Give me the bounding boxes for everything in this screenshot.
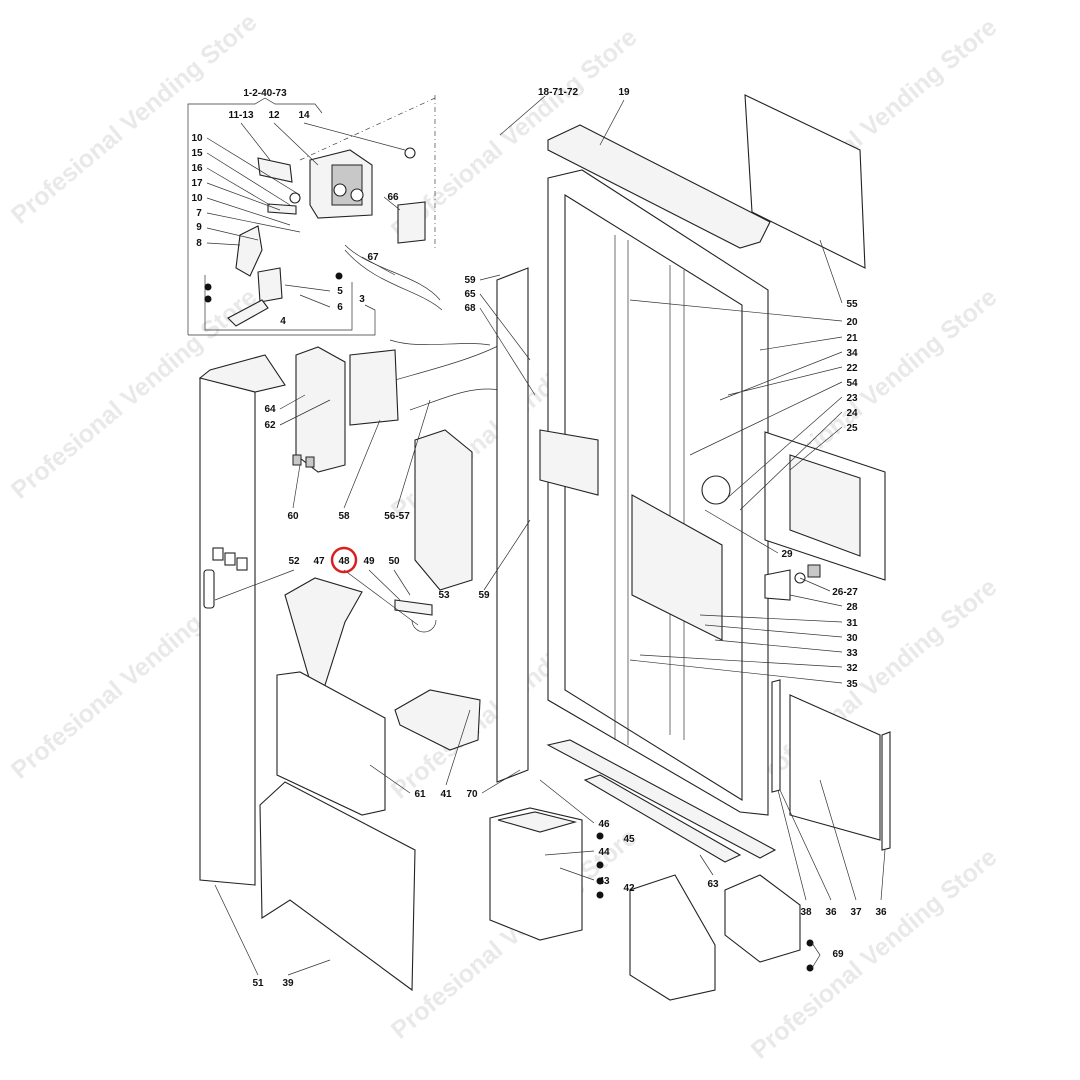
part-label: 42: [623, 883, 635, 894]
part-label: 37: [850, 907, 862, 918]
part-label: 47: [313, 556, 325, 567]
part-label: 30: [846, 633, 858, 644]
part-label: 64: [264, 404, 276, 415]
leader-lines: [206, 95, 886, 976]
part-label: 11-13: [228, 110, 253, 121]
part-label: 6: [337, 302, 343, 313]
part-label: 67: [367, 252, 379, 263]
part-label: 34: [846, 348, 858, 359]
part-label: 41: [440, 789, 452, 800]
part-label: 12: [268, 110, 280, 121]
part-label: 50: [388, 556, 400, 567]
part-label: 31: [846, 618, 858, 629]
part-label: 19: [618, 87, 630, 98]
part-label: 29: [781, 549, 793, 560]
part-label: 53: [438, 590, 450, 601]
part-label: 14: [298, 110, 310, 121]
part-label: 38: [800, 907, 812, 918]
part-label: 33: [846, 648, 858, 659]
coin-chute-parts: [259, 577, 481, 992]
part-label: 25: [846, 423, 858, 434]
part-label: 3: [359, 294, 365, 305]
part-label: 18-71-72: [538, 87, 578, 98]
group-bracket: [187, 95, 436, 336]
part-label: 15: [191, 148, 203, 159]
part-label: 39: [282, 978, 294, 989]
part-label: 20: [846, 317, 858, 328]
lower-parts: [489, 679, 891, 1001]
part-label: 43: [598, 876, 610, 887]
part-label: 24: [846, 408, 858, 419]
electronics-bracket: [292, 346, 399, 473]
part-label: 8: [196, 238, 202, 249]
part-labels: 1-2-40-73 11-13 12 14 10 15 16 17 10 7 9…: [191, 87, 887, 989]
part-label: 51: [252, 978, 264, 989]
part-label: 52: [288, 556, 300, 567]
part-label: 23: [846, 393, 858, 404]
part-label: 46: [598, 819, 610, 830]
part-label: 66: [387, 192, 399, 203]
part-label: 63: [707, 879, 719, 890]
part-label: 4: [280, 316, 286, 327]
wiring-harness: [344, 244, 501, 411]
part-label: 22: [846, 363, 858, 374]
watermark: Profesional Vending Store: [6, 8, 262, 230]
part-label: 28: [846, 602, 858, 613]
part-label: 10: [191, 193, 203, 204]
part-label: 36: [825, 907, 837, 918]
part-label: 17: [191, 178, 203, 189]
part-label: 16: [191, 163, 203, 174]
main-cabinet-frame: [539, 94, 866, 816]
part-label: 49: [363, 556, 375, 567]
part-label: 59: [464, 275, 476, 286]
part-label: 1-2-40-73: [243, 88, 287, 99]
part-label: 55: [846, 299, 858, 310]
part-label: 62: [264, 420, 276, 431]
part-label: 58: [338, 511, 350, 522]
part-label: 21: [846, 333, 858, 344]
part-label: 44: [598, 847, 610, 858]
part-label: 68: [464, 303, 476, 314]
part-label: 54: [846, 378, 858, 389]
part-label: 26-27: [832, 587, 858, 598]
part-label: 56-57: [384, 511, 410, 522]
highlight-circle: [330, 546, 358, 574]
part-label: 60: [287, 511, 299, 522]
part-label: 9: [196, 222, 202, 233]
part-label: 59: [478, 590, 490, 601]
part-label: 45: [623, 834, 635, 845]
display-frame: [764, 431, 886, 601]
part-label: 5: [337, 286, 343, 297]
part-label: 61: [414, 789, 426, 800]
part-label: 69: [832, 949, 844, 960]
part-label: 7: [196, 208, 202, 219]
coin-mechanism-parts: [204, 147, 426, 327]
part-label: 32: [846, 663, 858, 674]
part-label: 10: [191, 133, 203, 144]
panels: [198, 267, 529, 886]
part-label-highlighted: 48: [338, 556, 350, 567]
part-label: 65: [464, 289, 476, 300]
part-label: 35: [846, 679, 858, 690]
part-label: 36: [875, 907, 887, 918]
part-label: 70: [466, 789, 478, 800]
